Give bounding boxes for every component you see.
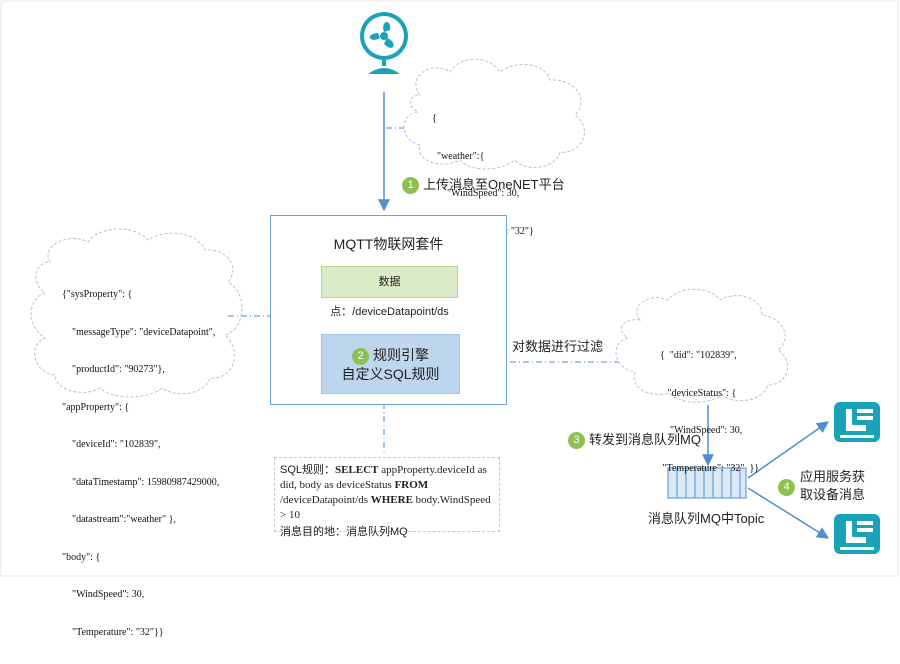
datapoint-box: 数据点：/deviceDatapoint/ds bbox=[321, 266, 458, 318]
sql-destination: 消息目的地：消息队列MQ bbox=[280, 526, 408, 538]
json-line: "Temperature": "32"}} bbox=[62, 626, 164, 638]
json-line: "WindSpeed": 30, bbox=[62, 589, 145, 600]
json-line: "dataTimestamp": 15980987429000, bbox=[62, 476, 220, 488]
sql-part2: /deviceDatapoint/ds bbox=[280, 494, 371, 506]
step4-label: 应用服务获 取设备消息 bbox=[800, 468, 865, 504]
step4-line2: 取设备消息 bbox=[800, 487, 866, 502]
right-cloud bbox=[615, 288, 788, 403]
rule-line2: 自定义SQL规则 bbox=[341, 365, 440, 382]
json-line: "deviceId": "102839", bbox=[62, 439, 161, 450]
json-line: "Temperature": "32" }} bbox=[660, 462, 760, 474]
json-line: "WindSpeed": 30, bbox=[432, 188, 520, 199]
json-line: {"sysProperty": { bbox=[62, 289, 133, 300]
queue-label: 消息队列MQ中Topic bbox=[648, 511, 765, 526]
outer-border bbox=[0, 0, 899, 577]
app-arrow-top bbox=[747, 421, 829, 479]
json-line: "body": { bbox=[62, 551, 101, 563]
weather-cloud bbox=[403, 58, 585, 170]
message-queue-icon bbox=[667, 467, 747, 499]
sql-keyword-from: FROM bbox=[394, 479, 429, 491]
json-line: "messageType": "deviceDatapoint", bbox=[62, 326, 216, 338]
json-line: "weather":{ bbox=[432, 150, 485, 162]
step1-label: 1 上传消息至OneNET平台 bbox=[402, 174, 565, 195]
fan-icon bbox=[360, 12, 408, 74]
diagram-canvas: { "weather":{ "WindSpeed": 30, "Temperat… bbox=[0, 0, 899, 638]
step-badge: 1 bbox=[402, 177, 419, 195]
sql-part3: body.WindSpeed > 10 bbox=[280, 494, 491, 521]
sql-rule-box: SQL规则：SELECT appProperty.deviceId as did… bbox=[274, 457, 500, 538]
left-cloud bbox=[30, 228, 243, 398]
step1-text: 上传消息至OneNET平台 bbox=[423, 177, 565, 192]
filter-label: 对数据进行过滤 bbox=[512, 339, 604, 354]
device-message-json: {"sysProperty": { "messageType": "device… bbox=[62, 264, 219, 664]
json-line: { "did": "102839", bbox=[660, 350, 737, 361]
sql-part1: appProperty.deviceId as did, body as dev… bbox=[280, 464, 487, 491]
step3-label: 3 转发到消息队列MQ bbox=[568, 429, 701, 450]
sql-statement: SQL规则：SELECT appProperty.deviceId as did… bbox=[280, 463, 494, 523]
json-line: "appProperty": { bbox=[62, 401, 130, 413]
rule-line1: 规则引擎 bbox=[373, 347, 429, 363]
mqtt-title: MQTT物联网套件 bbox=[333, 236, 444, 252]
diagram-graphics bbox=[0, 0, 899, 577]
app-service-icon bbox=[834, 402, 880, 442]
json-line: "deviceStatus": { bbox=[660, 387, 737, 399]
step4-badge-wrap: 4 bbox=[778, 479, 799, 497]
app-service-icon bbox=[834, 514, 880, 554]
app-arrow-bottom bbox=[747, 487, 830, 539]
step-badge: 4 bbox=[778, 479, 795, 497]
json-line: "WindSpeed": 30, bbox=[660, 425, 743, 436]
sql-keyword-select: SELECT bbox=[335, 464, 379, 476]
step3-text: 转发到消息队列MQ bbox=[589, 432, 701, 447]
sql-keyword-where: WHERE bbox=[370, 494, 413, 506]
json-line: "datastream":"weather" }, bbox=[62, 514, 176, 525]
step-badge: 2 bbox=[352, 347, 369, 365]
step-badge: 3 bbox=[568, 432, 585, 450]
json-line: { bbox=[432, 113, 437, 124]
json-line: "productId": "90273"}, bbox=[62, 364, 165, 375]
step4-line1: 应用服务获 bbox=[800, 469, 866, 484]
sql-prefix: SQL规则： bbox=[280, 464, 336, 476]
filtered-json: { "did": "102839", "deviceStatus": { "Wi… bbox=[660, 325, 759, 500]
